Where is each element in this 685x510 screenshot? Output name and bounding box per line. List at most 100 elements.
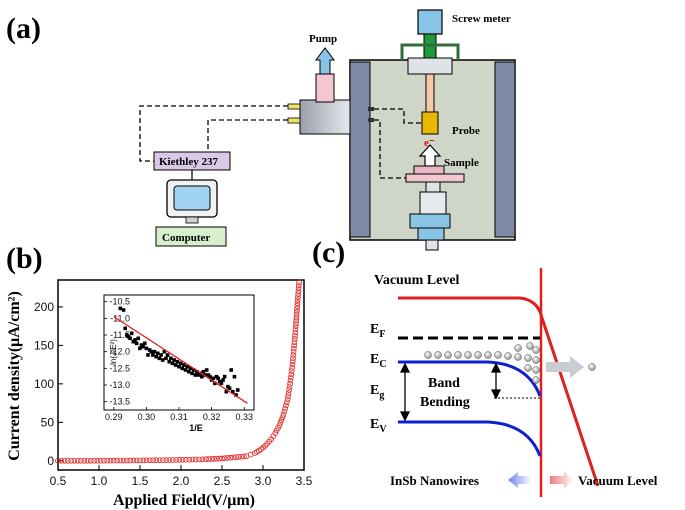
panel-c: (c) Vacuum Level	[312, 236, 658, 497]
inset-data-point	[193, 373, 198, 377]
computer-box	[155, 226, 227, 247]
computer-label: Computer	[162, 232, 210, 244]
inner-pin-bottom	[368, 118, 374, 122]
inset-data-point	[144, 346, 149, 351]
main-data-point	[130, 457, 137, 464]
main-data-point	[173, 457, 179, 463]
main-data-point	[208, 456, 214, 462]
sample-label: Sample	[444, 157, 479, 169]
main-data-point	[65, 457, 71, 464]
chamber-right-wall	[494, 61, 516, 238]
main-data-point	[291, 336, 298, 342]
main-data-point	[289, 361, 296, 368]
inset-data-point	[175, 359, 180, 364]
inset-data-point	[188, 366, 193, 371]
electron-label: e⁻	[424, 137, 435, 149]
main-data-point	[295, 288, 302, 295]
inset-data-point	[219, 381, 224, 386]
insb-label: InSb Nanowires	[390, 473, 479, 488]
inset-y-tick-label: -11.0	[110, 313, 130, 323]
inset-data-point	[222, 374, 227, 379]
vacuum-level-label-bottom: Vacuum Level	[578, 473, 658, 488]
main-data-point	[107, 457, 114, 464]
inset-data-point	[138, 346, 142, 351]
conduction-band-label: EC	[370, 352, 387, 370]
screw-meter-dial	[417, 9, 443, 35]
stage-block	[419, 191, 447, 215]
main-data-point	[292, 326, 299, 333]
inset-data-point	[165, 353, 170, 357]
main-data-point	[285, 390, 292, 396]
main-series	[55, 279, 302, 464]
main-y-tick-label: 100	[34, 377, 54, 391]
main-data-point	[97, 457, 104, 464]
main-data-point	[291, 339, 298, 345]
inset-data-point	[170, 361, 175, 366]
main-data-point	[290, 352, 297, 358]
inset-y-ticks: -10.5-11.0-11.5-12.0-12.5-13.0-13.5	[104, 297, 130, 407]
main-data-point	[211, 456, 217, 462]
main-data-point	[292, 329, 299, 336]
main-y-tick-label: 150	[34, 338, 54, 352]
main-data-point	[140, 457, 147, 464]
right-arrow-vacuum	[550, 472, 574, 488]
inset-x-tick-label: 0.30	[138, 412, 156, 422]
main-data-point	[160, 457, 166, 463]
main-data-point	[114, 457, 120, 464]
main-data-point	[163, 457, 170, 463]
inset-data-point	[224, 389, 229, 394]
pump-arrow	[315, 47, 335, 75]
emitted-electron	[588, 363, 596, 371]
probe-rod	[425, 73, 435, 115]
inset-data-point	[201, 369, 206, 374]
vacuum-level-label-top: Vacuum Level	[374, 273, 460, 288]
computer-screen	[173, 185, 211, 211]
main-data-point	[294, 308, 300, 315]
inset-data-point	[156, 351, 160, 356]
screw-holder	[407, 57, 453, 75]
probe-label: Probe	[452, 125, 480, 137]
inset-data-point	[234, 393, 238, 397]
main-x-tick-label: 0.5	[50, 474, 67, 488]
connector-pin-top	[287, 103, 301, 110]
main-data-point	[74, 457, 81, 464]
main-data-point	[101, 457, 107, 464]
inset-data-point	[191, 368, 196, 372]
inset-data-point	[177, 364, 181, 369]
main-data-point	[294, 297, 301, 303]
main-data-point	[143, 457, 150, 464]
main-data-point	[183, 456, 189, 463]
emission-arrow	[418, 144, 442, 167]
inset-data-point	[221, 378, 225, 382]
panel-label-a: (a)	[6, 12, 41, 45]
main-data-point	[291, 342, 297, 349]
main-data-point	[290, 355, 296, 362]
main-data-point	[94, 457, 101, 464]
inset-y-tick-label: -13.0	[109, 380, 130, 390]
valence-band-line	[398, 420, 542, 457]
inset-data-point	[129, 331, 134, 336]
main-data-point	[241, 453, 247, 460]
inset-data-point	[229, 368, 233, 372]
main-data-point	[166, 457, 173, 463]
main-data-point	[150, 457, 156, 464]
inset-y-tick-label: -13.5	[109, 397, 130, 407]
inset-x-axis-label: 1/E	[189, 423, 203, 433]
main-x-tick-label: 3.0	[255, 474, 272, 488]
inset-data-point	[213, 381, 217, 386]
connector-pin-bottom	[287, 117, 301, 124]
inset-data-point	[146, 353, 150, 357]
inset-data-point	[121, 308, 126, 312]
conduction-band-line	[398, 360, 542, 397]
inset-data-point	[167, 359, 172, 364]
inset-x-tick-label: 0.31	[170, 412, 188, 422]
inset-x-tick-label: 0.33	[235, 412, 253, 422]
inset-x-tick-label: 0.32	[203, 412, 221, 422]
main-data-point	[104, 457, 110, 464]
main-data-point	[293, 320, 299, 327]
inset-data-point	[185, 364, 189, 369]
main-data-point	[294, 300, 301, 306]
main-data-point	[124, 457, 130, 464]
main-data-point	[294, 303, 301, 309]
